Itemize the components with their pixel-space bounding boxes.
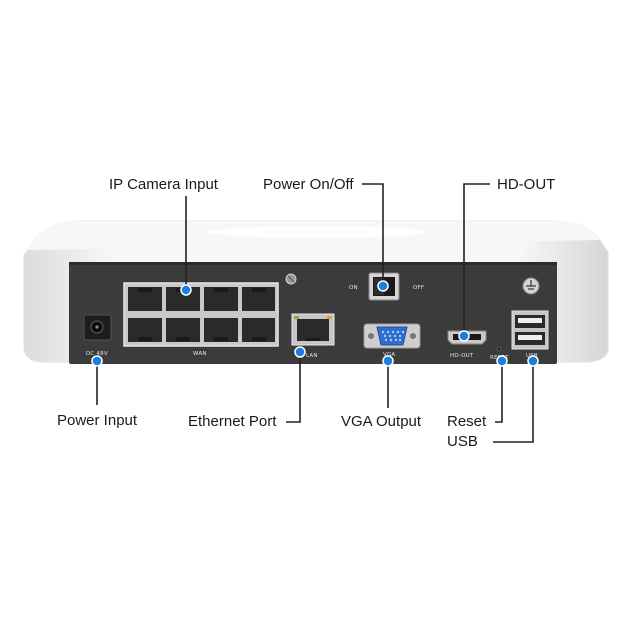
ground-screw-icon [285,273,297,285]
dc-label: DC 48V [86,351,108,357]
lan-label: LAN [306,353,318,359]
wan-port-block [123,282,279,347]
callout-markers [91,280,539,367]
marker-vga-output [382,355,394,367]
usb-port-icon [511,310,549,350]
marker-hd-out [458,330,470,342]
callout-ethernet-port: Ethernet Port [188,413,277,430]
lan-port [291,313,335,346]
callout-reset: Reset [447,413,487,430]
callout-usb: USB [447,433,478,450]
marker-ethernet-port [294,346,306,358]
marker-reset [496,355,508,367]
marker-usb [527,355,539,367]
switch-off-label: OFF [413,285,424,291]
callout-vga-output: VGA Output [341,413,422,430]
marker-power-input [91,355,103,367]
reset-hole [496,346,501,351]
callout-hd-out: HD-OUT [497,176,556,193]
ground-terminal-icon [522,277,540,295]
marker-ip-camera-input [180,284,192,296]
callout-ip-camera-input: IP Camera Input [109,176,218,193]
hd-out-label: HD-OUT [450,353,474,359]
vga-label: VGA [383,352,395,358]
marker-power-switch [377,280,389,292]
callout-power-on-off: Power On/Off [263,176,354,193]
dc-power-jack [83,314,112,341]
callout-power-input: Power Input [57,412,138,429]
leader-lines [96,183,534,443]
switch-on-label: ON [349,285,358,291]
wan-label: WAN [193,351,207,357]
vga-connector-icon [363,323,421,349]
